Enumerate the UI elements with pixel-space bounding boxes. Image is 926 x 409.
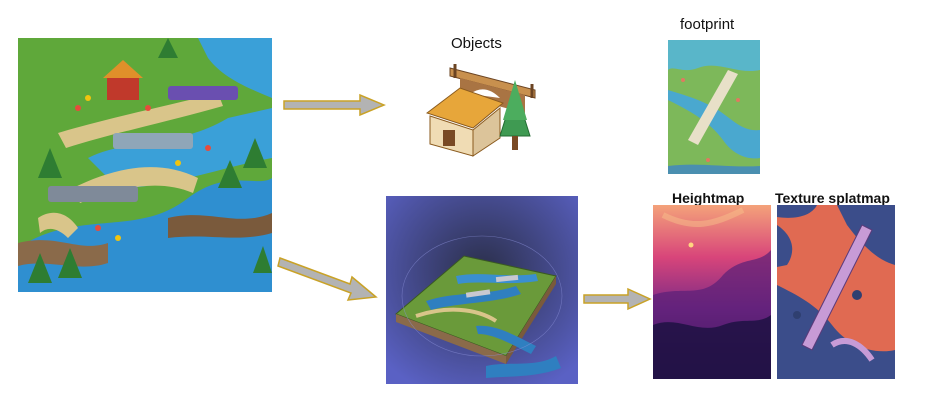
splatmap-image <box>777 205 895 379</box>
arrow-to-maps <box>583 287 652 311</box>
arrow-to-objects <box>283 93 386 117</box>
heightmap-image <box>653 205 771 379</box>
objects-illustration <box>415 58 545 158</box>
house-icon <box>425 87 504 157</box>
splatmap-label: Texture splatmap <box>775 190 890 206</box>
heightmap-label: Heightmap <box>672 190 745 206</box>
objects-label: Objects <box>451 35 502 52</box>
arrow-to-render <box>277 257 378 301</box>
footprint-image <box>668 40 760 174</box>
source-map-image <box>18 38 272 292</box>
render-3d-view <box>386 196 578 384</box>
tree-icon <box>499 80 531 150</box>
footprint-label: footprint <box>680 16 735 33</box>
